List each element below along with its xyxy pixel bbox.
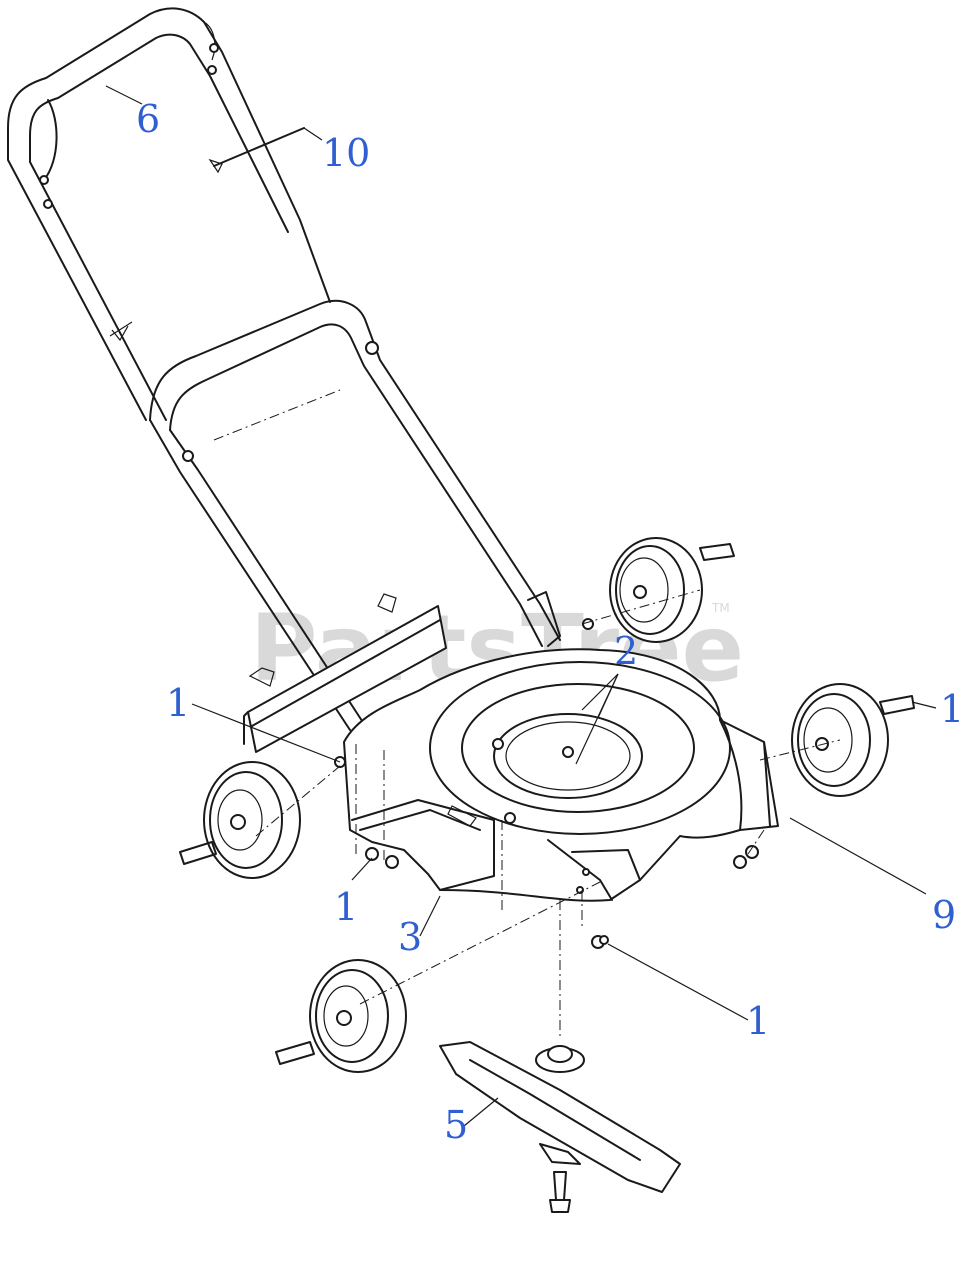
blade-bolt <box>549 1171 571 1213</box>
callout-hardware-bottom-right: 1 <box>746 999 770 1043</box>
cable-tie <box>208 127 305 174</box>
leader-lines <box>105 85 937 1127</box>
center-lines <box>213 389 841 1040</box>
callouts: 6 10 1 1 2 3 1 9 1 5 <box>136 97 964 1147</box>
callout-hardware-lower-left: 1 <box>334 885 358 929</box>
callout-blade: 5 <box>444 1103 468 1147</box>
mower-deck <box>343 648 779 902</box>
callout-deck-bolts: 2 <box>614 629 638 673</box>
callout-deck: 3 <box>398 915 422 959</box>
rear-flap <box>243 593 447 753</box>
callout-wheel-right: 9 <box>932 893 956 937</box>
blade-adapter <box>535 1045 585 1073</box>
callout-cable-tie: 10 <box>322 131 370 175</box>
wheel-front-left <box>179 761 301 879</box>
wheel-front-right <box>609 537 735 643</box>
callout-handle: 6 <box>136 97 160 141</box>
wheel-rear-left <box>275 959 407 1073</box>
callout-hardware-front-left: 1 <box>166 681 190 725</box>
upper-handle <box>7 7 331 421</box>
hardware <box>334 618 759 949</box>
callout-hardware-right: 1 <box>940 687 964 731</box>
lower-handle <box>109 299 561 731</box>
watermark-trademark: TM <box>711 601 730 615</box>
wheel-rear-right <box>791 683 915 797</box>
blade <box>439 1041 681 1193</box>
